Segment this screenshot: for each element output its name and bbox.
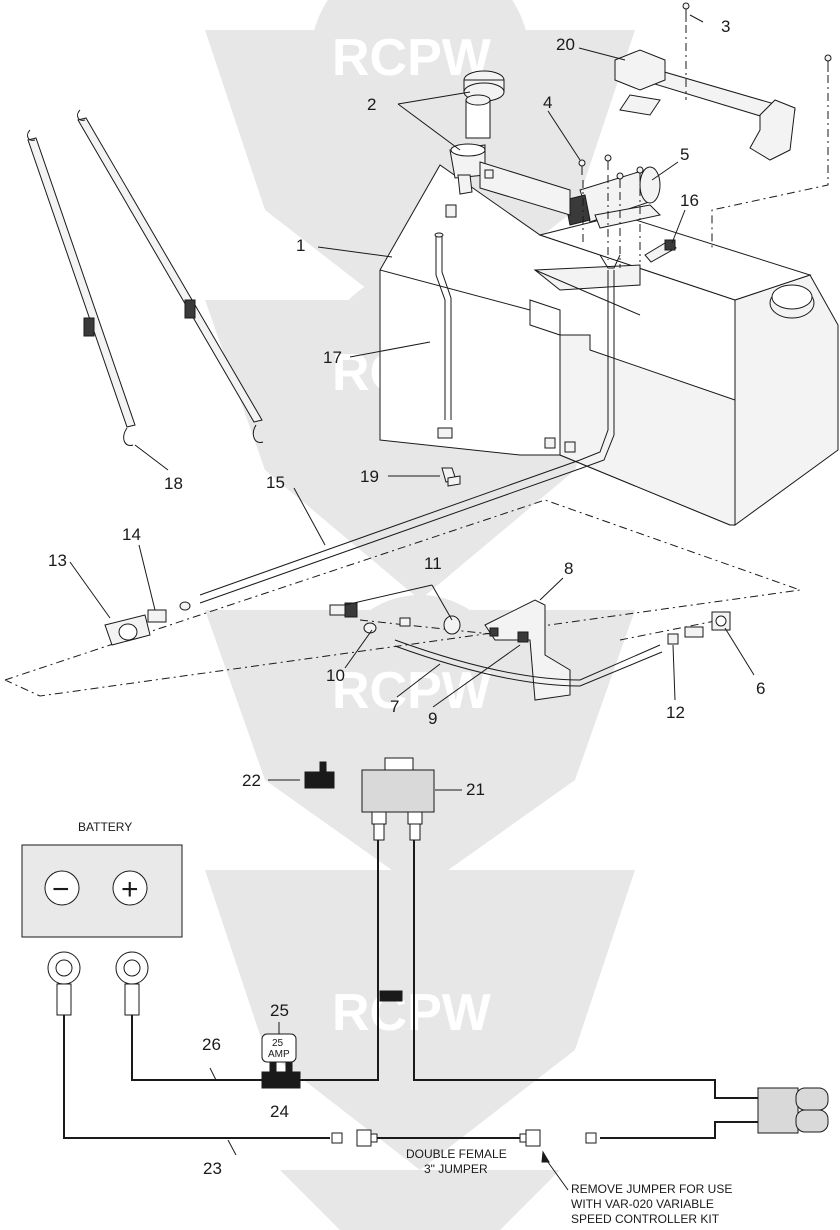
fittings-10-11 — [329, 602, 461, 635]
callout-15: 15 — [266, 473, 285, 492]
callout-20: 20 — [556, 35, 575, 54]
callout-9: 9 — [428, 709, 437, 728]
fill-neck-assembly — [445, 70, 571, 218]
callout-11: 11 — [424, 554, 442, 573]
svg-text:BATTERY: BATTERY — [78, 820, 132, 834]
callouts: 1 2 3 4 5 6 7 8 9 10 11 12 13 14 15 16 1… — [48, 17, 765, 1178]
clamp-13 — [104, 614, 151, 646]
connector-plug — [757, 1087, 829, 1134]
callout-21: 21 — [466, 780, 485, 799]
callout-25: 25 — [270, 1001, 289, 1020]
fuse-25: 25 AMP — [261, 1022, 297, 1063]
battery: BATTERY − + — [21, 820, 183, 938]
watermark-logo-bottom: RCPW — [205, 870, 635, 1230]
fitting-14 — [147, 601, 191, 623]
screws — [578, 2, 832, 188]
fuse-holder-24 — [261, 1061, 301, 1089]
bracket-bar — [614, 49, 796, 161]
positive-terminal-symbol: + — [121, 873, 139, 906]
alignment-lines-upper — [582, 25, 829, 268]
svg-text:WITH VAR-020 VARIABLE: WITH VAR-020 VARIABLE — [571, 1197, 714, 1211]
ring-terminals — [47, 951, 149, 1016]
elbow-19 — [441, 467, 461, 487]
switch-21 — [361, 757, 462, 841]
callout-7: 7 — [390, 697, 399, 716]
callout-10: 10 — [326, 666, 345, 685]
svg-text:RCPW: RCPW — [332, 662, 492, 720]
hose-7 — [394, 639, 663, 687]
callout-4: 4 — [543, 93, 552, 112]
fittings-6-12 — [667, 611, 731, 645]
svg-text:REMOVE JUMPER FOR USE: REMOVE JUMPER FOR USE — [571, 1182, 732, 1196]
callout-26: 26 — [202, 1035, 221, 1054]
callout-5: 5 — [680, 145, 689, 164]
callout-18: 18 — [164, 474, 183, 493]
strap-18-left — [27, 129, 136, 447]
negative-terminal-symbol: − — [52, 873, 70, 906]
callout-12: 12 — [666, 703, 685, 722]
knob-22 — [268, 761, 335, 789]
svg-text:AMP: AMP — [268, 1049, 290, 1060]
hose-17 — [434, 232, 453, 439]
callout-2: 2 — [367, 95, 376, 114]
inline-tag — [379, 990, 403, 1002]
pump-motor — [564, 166, 662, 229]
callout-17: 17 — [323, 348, 342, 367]
callout-13: 13 — [48, 551, 67, 570]
svg-text:25: 25 — [272, 1038, 284, 1049]
tank-fittings — [544, 437, 576, 453]
callout-23: 23 — [203, 1159, 222, 1178]
leader-lines — [69, 14, 755, 708]
svg-text:RCPW: RCPW — [332, 984, 492, 1042]
jumper-label: DOUBLE FEMALE 3" JUMPER — [406, 1147, 507, 1176]
svg-text:DOUBLE FEMALE: DOUBLE FEMALE — [406, 1147, 507, 1161]
callout-22: 22 — [242, 771, 261, 790]
watermark-logo-lower: RCPW — [205, 595, 635, 890]
callout-1: 1 — [296, 236, 305, 255]
callout-16: 16 — [680, 191, 699, 210]
remove-jumper-note: REMOVE JUMPER FOR USE WITH VAR-020 VARIA… — [541, 1150, 732, 1226]
wiring — [63, 840, 758, 1156]
fitting-16 — [644, 239, 677, 263]
svg-text:3" JUMPER: 3" JUMPER — [424, 1162, 488, 1176]
callout-24: 24 — [270, 1102, 289, 1121]
bracket-8 — [484, 599, 571, 701]
tube-15 — [199, 254, 621, 604]
alignment-lines-lower — [4, 499, 801, 697]
callout-8: 8 — [564, 559, 573, 578]
callout-14: 14 — [122, 525, 141, 544]
callout-3: 3 — [721, 17, 730, 36]
strap-18-right — [77, 109, 264, 444]
svg-text:SPEED CONTROLLER KIT: SPEED CONTROLLER KIT — [571, 1212, 720, 1226]
callout-6: 6 — [756, 679, 765, 698]
jumper-connectors — [331, 1129, 597, 1147]
callout-19: 19 — [360, 467, 379, 486]
